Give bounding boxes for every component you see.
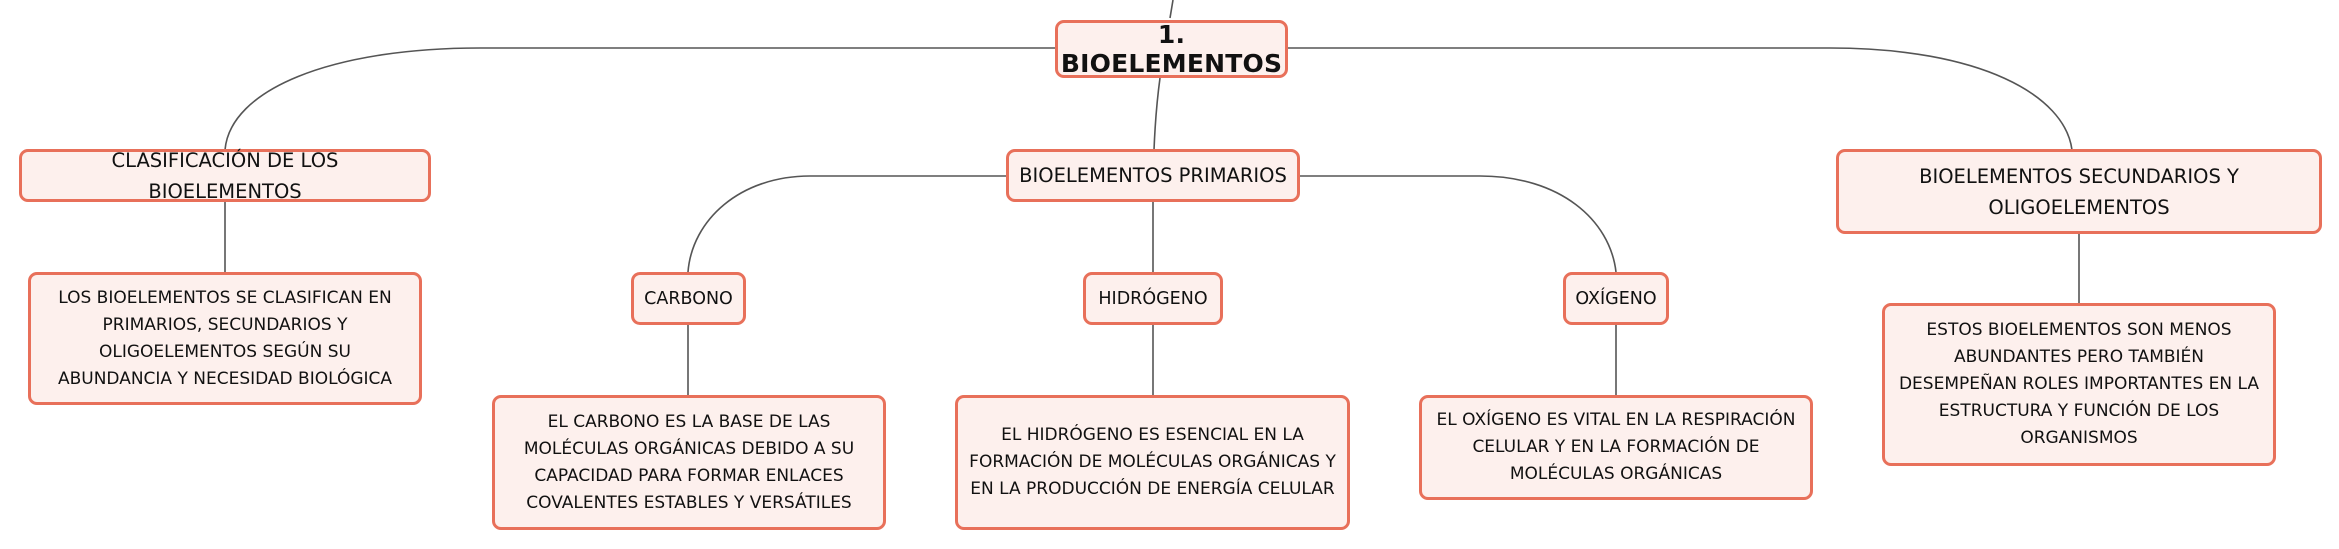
node-carbono[interactable]: CARBONO — [631, 272, 746, 325]
node-clasificacion-label: CLASIFICACIÓN DE LOS BIOELEMENTOS — [111, 148, 339, 203]
node-oxigeno-detail[interactable]: EL OXÍGENO ES VITAL EN LA RESPIRACIÓN CE… — [1419, 395, 1813, 500]
node-hidrogeno[interactable]: HIDRÓGENO — [1083, 272, 1223, 325]
node-clasificacion-detail-text: LOS BIOELEMENTOS SE CLASIFICAN EN PRIMAR… — [57, 287, 393, 389]
node-clasificacion[interactable]: CLASIFICACIÓN DE LOS BIOELEMENTOS — [19, 149, 431, 203]
connector-primarios-oxigeno — [1300, 175, 1617, 273]
node-primarios-label: BIOELEMENTOS PRIMARIOS — [1019, 164, 1287, 187]
node-oxigeno-label: OXÍGENO — [1575, 288, 1657, 309]
node-oxigeno[interactable]: OXÍGENO — [1563, 272, 1669, 325]
node-clasificacion-detail[interactable]: LOS BIOELEMENTOS SE CLASIFICAN EN PRIMAR… — [28, 272, 422, 405]
node-carbono-detail-text: EL CARBONO ES LA BASE DE LAS MOLÉCULAS O… — [523, 411, 855, 513]
connector-root-secundarios — [1288, 47, 2073, 151]
node-secundarios-label: BIOELEMENTOS SECUNDARIOS Y OLIGOELEMENTO… — [1919, 164, 2239, 219]
connector-root-clasificacion — [224, 47, 1058, 151]
node-hidrogeno-detail-text: EL HIDRÓGENO ES ESENCIAL EN LA FORMACIÓN… — [969, 425, 1336, 499]
node-oxigeno-detail-text: EL OXÍGENO ES VITAL EN LA RESPIRACIÓN CE… — [1436, 410, 1796, 484]
root-node[interactable]: 1. BIOELEMENTOS — [1055, 20, 1288, 78]
node-carbono-label: CARBONO — [644, 288, 733, 309]
node-secundarios-detail[interactable]: ESTOS BIOELEMENTOS SON MENOS ABUNDANTES … — [1882, 303, 2276, 466]
node-secundarios[interactable]: BIOELEMENTOS SECUNDARIOS Y OLIGOELEMENTO… — [1836, 149, 2322, 234]
connector-parent — [1169, 0, 1174, 19]
node-hidrogeno-detail[interactable]: EL HIDRÓGENO ES ESENCIAL EN LA FORMACIÓN… — [955, 395, 1350, 530]
node-secundarios-detail-text: ESTOS BIOELEMENTOS SON MENOS ABUNDANTES … — [1898, 320, 2260, 448]
node-primarios[interactable]: BIOELEMENTOS PRIMARIOS — [1006, 149, 1300, 202]
connector-primarios-carbono — [687, 175, 1006, 273]
root-label: 1. BIOELEMENTOS — [1060, 20, 1283, 78]
node-carbono-detail[interactable]: EL CARBONO ES LA BASE DE LAS MOLÉCULAS O… — [492, 395, 886, 530]
node-hidrogeno-label: HIDRÓGENO — [1098, 288, 1208, 309]
connector-root-primarios — [1153, 77, 1161, 151]
